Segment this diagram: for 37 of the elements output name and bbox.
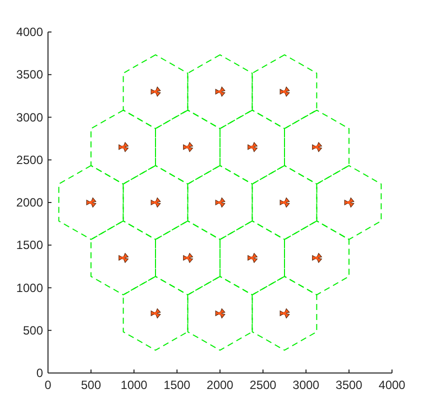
point [186, 256, 190, 260]
tick-label: 0 [36, 366, 43, 380]
point [154, 312, 158, 315]
point [282, 312, 286, 315]
tick-label: 1500 [16, 238, 43, 252]
tick-label: 3000 [292, 378, 320, 392]
point [282, 90, 286, 94]
point [89, 200, 93, 204]
tick-label: 2500 [16, 152, 43, 167]
point [315, 256, 318, 260]
point [186, 145, 190, 149]
tick-label: 3500 [16, 68, 43, 82]
tick-label: 0 [44, 378, 52, 392]
point [250, 145, 254, 149]
point [122, 256, 125, 260]
tick-label: 1000 [120, 378, 148, 392]
tick-label: 1000 [16, 280, 43, 295]
point [218, 200, 222, 204]
point [250, 256, 254, 260]
point [218, 90, 222, 94]
point [154, 90, 158, 94]
tick-label: 1500 [164, 378, 190, 392]
tick-label: 2000 [206, 378, 234, 392]
point [154, 200, 158, 204]
point [218, 312, 222, 315]
tick-label: 4000 [378, 378, 406, 392]
tick-label: 500 [80, 378, 102, 392]
tick-label: 2000 [16, 196, 43, 210]
point [282, 200, 286, 204]
point [347, 200, 351, 204]
tick-label: 3000 [16, 110, 43, 124]
tick-label: 3500 [336, 378, 362, 392]
point [315, 145, 318, 149]
point [122, 145, 125, 149]
tick-label: 2500 [250, 378, 276, 392]
tick-label: 4000 [16, 25, 43, 39]
tick-label: 500 [22, 323, 43, 338]
